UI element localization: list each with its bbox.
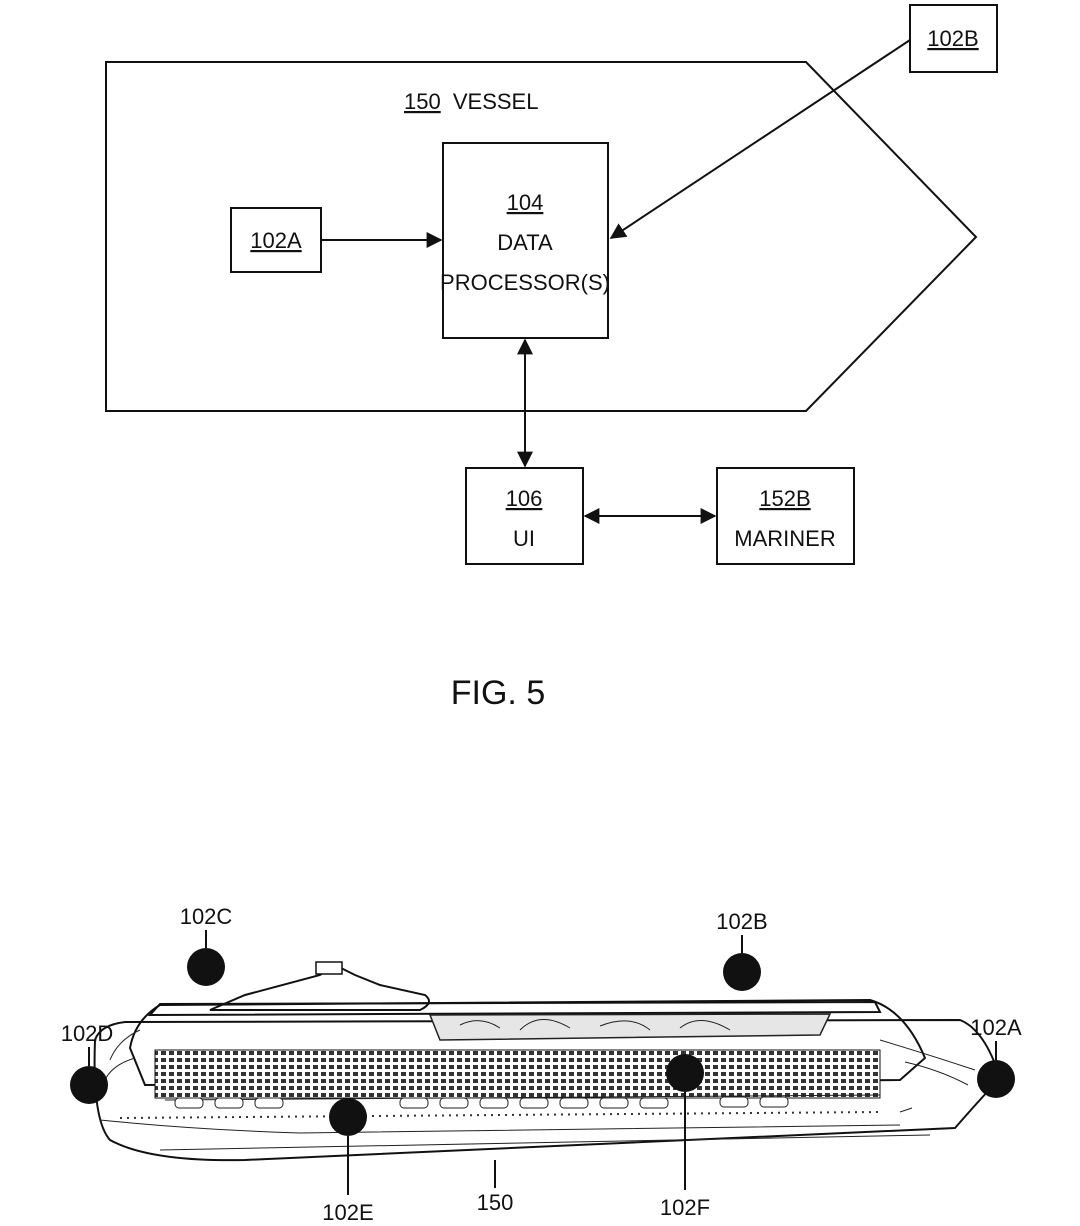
vessel-number: 150 <box>404 89 441 114</box>
sensor-102b-box <box>909 4 998 73</box>
bow-deck <box>879 1039 976 1086</box>
processor-line2: PROCESSOR(S) <box>440 270 610 295</box>
deck-details <box>459 1019 731 1031</box>
sensor-102b-label: 102B <box>927 26 978 51</box>
sensor-102e-dot <box>329 1098 367 1136</box>
bow-anchor <box>899 1107 913 1113</box>
lifeboat-row <box>164 1094 881 1101</box>
sensor-102b-dot <box>723 953 761 991</box>
ship-illustration: 102C 102B 102D 102A 102E 150 102F <box>61 904 1022 1225</box>
ship-hull <box>93 1018 1002 1162</box>
ui-text: UI <box>513 526 535 551</box>
label-102f: 102F <box>660 1195 710 1220</box>
label-150: 150 <box>477 1190 514 1215</box>
mariner-number: 152B <box>759 486 810 511</box>
label-102a: 102A <box>970 1015 1022 1040</box>
sensor-102a-label: 102A <box>250 228 302 253</box>
data-processor-box <box>442 142 609 339</box>
funnel-top <box>315 961 343 975</box>
balcony-band <box>154 1049 881 1099</box>
sensor-102f-dot <box>666 1054 704 1092</box>
fig5-diagram: 150 VESSEL 102A 104 DATA PROCESSOR(S) 10… <box>105 4 998 712</box>
sensor-102a-dot <box>977 1060 1015 1098</box>
processor-line1: DATA <box>497 230 553 255</box>
fig5-caption: FIG. 5 <box>451 674 545 712</box>
hull-waterline <box>99 1119 901 1134</box>
sensor-102d-dot <box>70 1066 108 1104</box>
upper-deck <box>128 998 927 1087</box>
ui-box <box>465 467 584 565</box>
hull-line-lower <box>159 1134 931 1151</box>
top-deck <box>147 1000 882 1017</box>
vessel-text: VESSEL <box>453 89 539 114</box>
label-102b: 102B <box>716 909 767 934</box>
lifeboats <box>174 1096 789 1109</box>
arrow-102b-to-processor <box>609 39 911 239</box>
porthole-row <box>119 1111 881 1119</box>
vessel-outline <box>105 61 978 412</box>
label-102d: 102D <box>61 1021 114 1046</box>
ui-number: 106 <box>506 486 543 511</box>
label-102e: 102E <box>322 1200 373 1225</box>
sensor-102c-dot <box>187 948 225 986</box>
label-102c: 102C <box>180 904 233 929</box>
processor-number: 104 <box>507 190 544 215</box>
vessel-label: 150 VESSEL <box>404 89 538 114</box>
mariner-box <box>716 467 855 565</box>
mariner-text: MARINER <box>734 526 835 551</box>
pool-deck <box>428 1013 832 1041</box>
